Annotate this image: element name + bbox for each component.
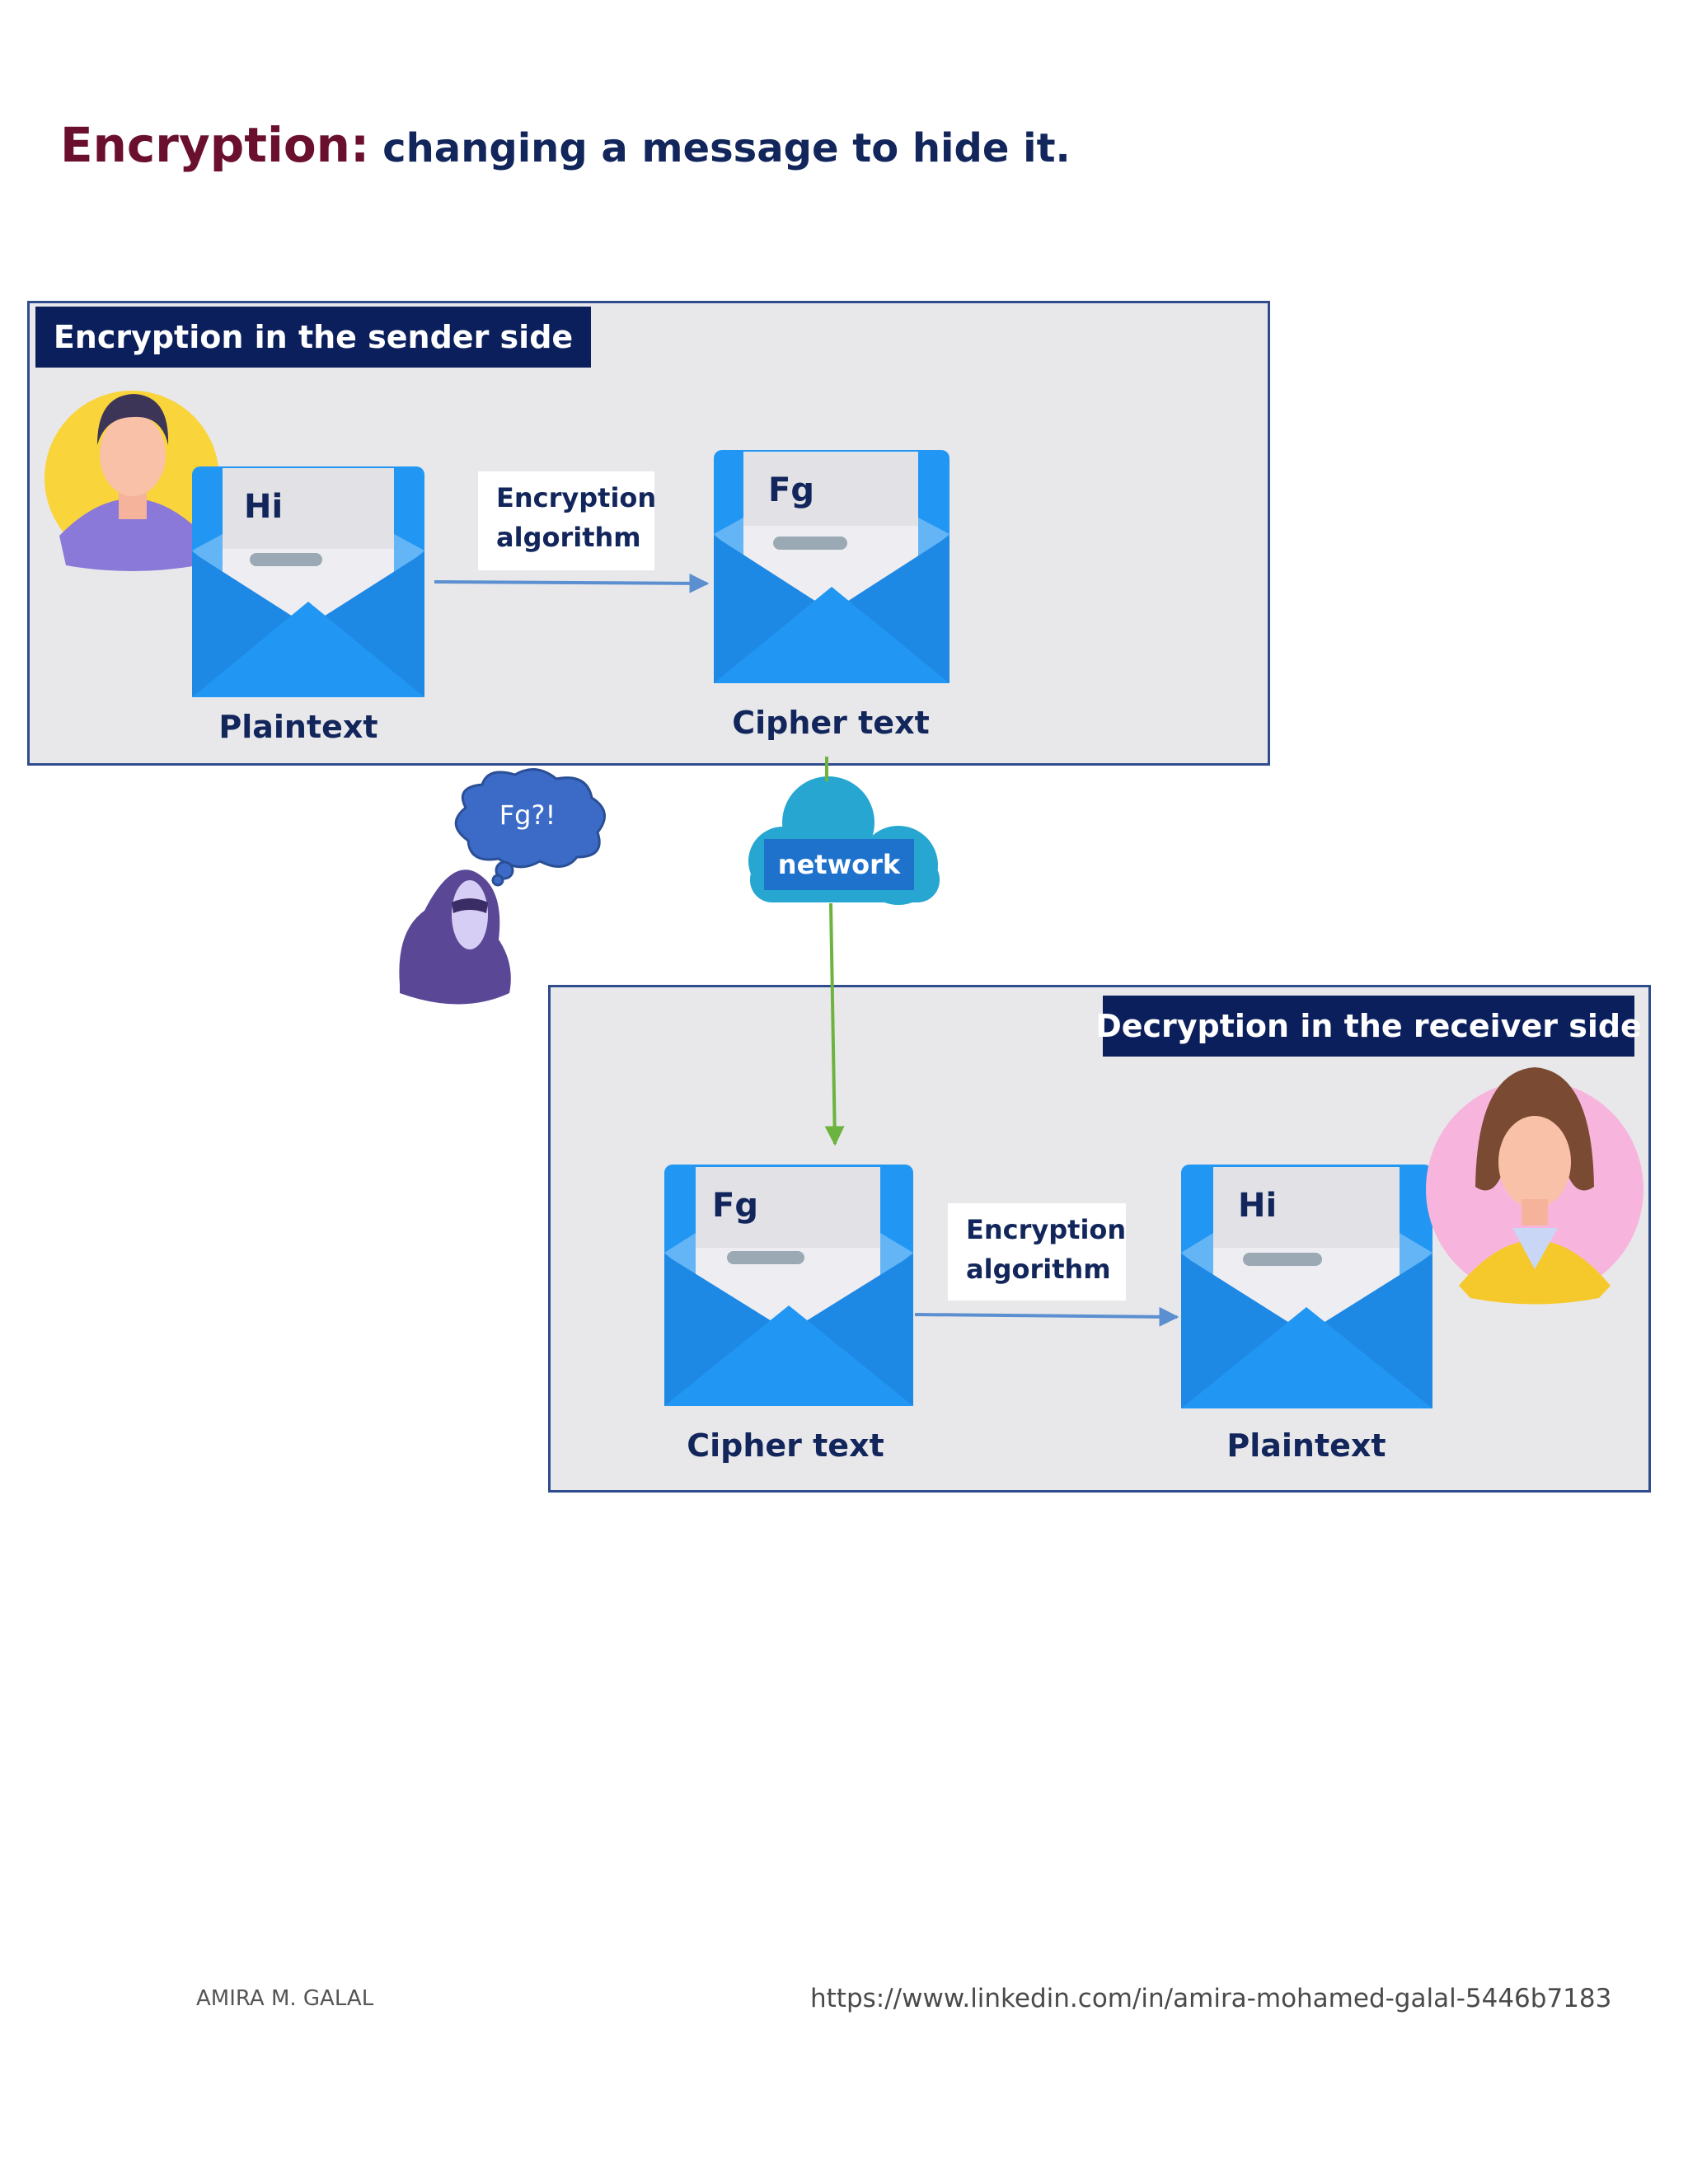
network-arrow	[824, 902, 845, 1146]
receiver-avatar	[1426, 1067, 1643, 1305]
algorithm-line1: Encryption	[496, 482, 657, 513]
page-title: Encryption: changing a message to hide i…	[60, 117, 1071, 183]
sender-avatar	[45, 391, 219, 571]
sender-algorithm-box: Encryption algorithm	[478, 471, 657, 570]
footer-author: AMIRA M. GALAL	[196, 1986, 374, 2011]
algorithm-line1: Encryption	[966, 1214, 1127, 1245]
envelope-icon	[1181, 1165, 1432, 1408]
algorithm-line2: algorithm	[496, 522, 641, 553]
sender-cipher-envelope-text: Fg	[768, 471, 814, 509]
thought-bubble-icon	[454, 768, 606, 887]
title-main: Encryption:	[60, 117, 370, 173]
envelope-icon	[714, 450, 950, 683]
receiver-panel-header: Decryption in the receiver side	[1095, 996, 1642, 1057]
receiver-cipher-envelope-text: Fg	[712, 1187, 758, 1225]
sender-plaintext-label: Plaintext	[218, 709, 378, 745]
receiver-plaintext-label: Plaintext	[1226, 1427, 1386, 1464]
footer-url[interactable]: https://www.linkedin.com/in/amira-mohame…	[810, 1984, 1612, 2013]
envelope-icon	[192, 466, 424, 697]
algorithm-line2: algorithm	[966, 1254, 1111, 1285]
attacker-icon	[399, 869, 511, 1005]
network-label: network	[764, 839, 914, 890]
envelope-icon	[664, 1165, 913, 1406]
sender-cipher-label: Cipher text	[732, 705, 930, 741]
attacker-thought-text: Fg?!	[499, 799, 556, 831]
title-subtitle: changing a message to hide it.	[382, 125, 1071, 171]
receiver-plaintext-envelope-text: Hi	[1238, 1187, 1278, 1225]
decryption-arrow	[914, 1306, 1179, 1327]
receiver-algorithm-box: Encryption algorithm	[948, 1203, 1126, 1301]
sender-plaintext-envelope-text: Hi	[244, 488, 284, 526]
receiver-cipher-label: Cipher text	[687, 1427, 884, 1464]
encryption-arrow	[434, 573, 710, 593]
sender-panel-header: Encryption in the sender side	[35, 307, 591, 368]
